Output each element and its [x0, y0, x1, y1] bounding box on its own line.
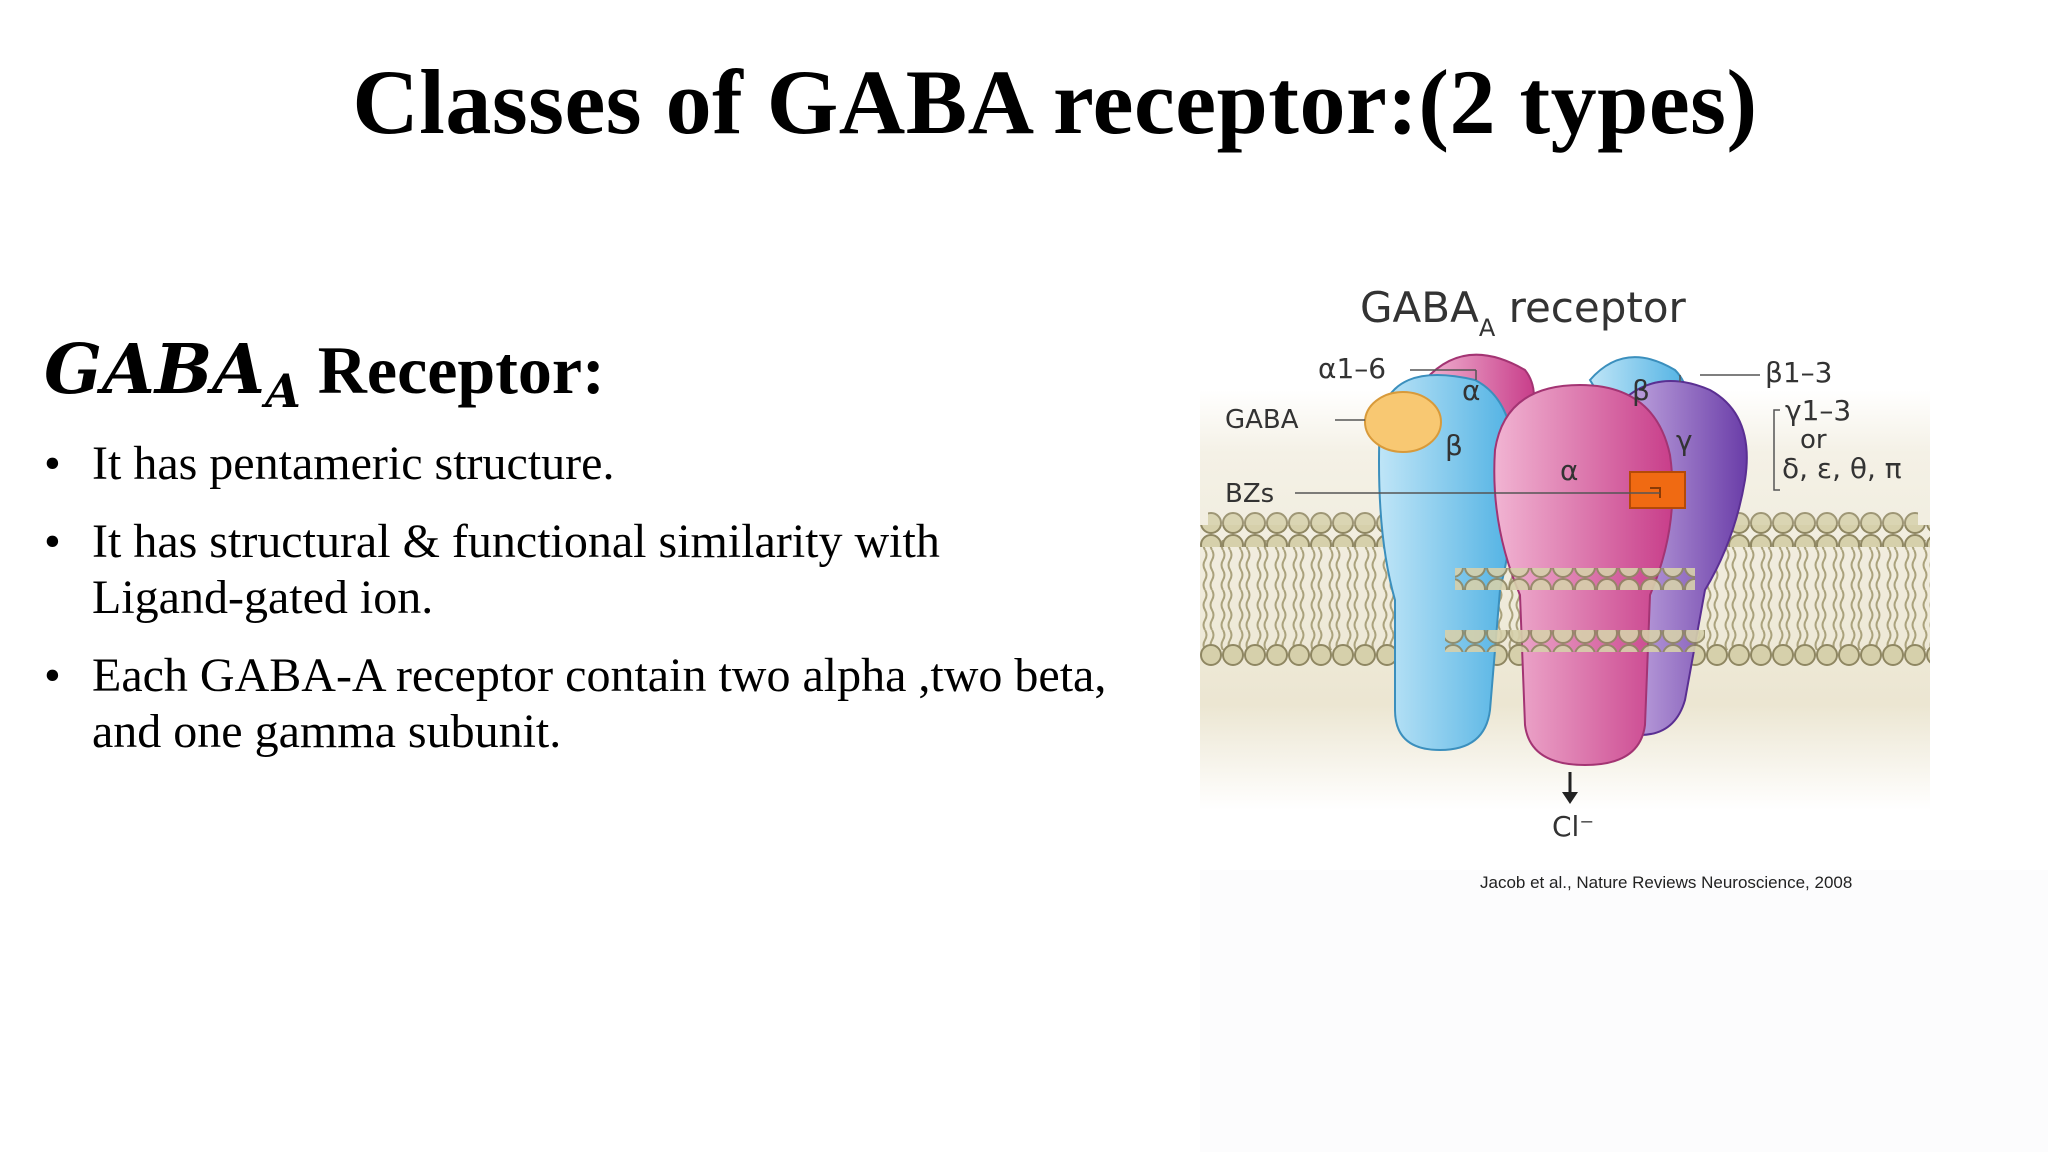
chloride-label: Cl⁻ — [1552, 810, 1594, 843]
heading-gaba: GABA — [44, 330, 266, 410]
benzodiazepine-binding-site — [1629, 471, 1686, 509]
figure-citation: Jacob et al., Nature Reviews Neuroscienc… — [1480, 873, 1852, 892]
figure-background — [1200, 870, 2048, 1152]
gaba-a-receptor-diagram: GABAA receptor α1–6 β1–3 γ1–3 or δ, ε, θ… — [1200, 283, 1930, 892]
slide-title: Classes of GABA receptor:(2 types) — [352, 51, 1758, 153]
bullet-text: It has structural & functional similarit… — [92, 515, 940, 624]
bullet-item: • Each GABA-A receptor contain two alpha … — [44, 648, 1122, 760]
alpha-back-label: α — [1462, 374, 1480, 407]
heading-receptor: Receptor: — [300, 332, 605, 408]
bullet-marker: • — [44, 515, 61, 568]
bzs-label: BZs — [1225, 479, 1274, 509]
or-label: or — [1800, 425, 1827, 455]
alpha-range-label: α1–6 — [1318, 352, 1386, 385]
leader-lines — [1295, 369, 1780, 494]
gaba-label: GABA — [1225, 405, 1299, 435]
bullet-text: It has pentameric structure. — [92, 437, 615, 490]
bullet-item: • It has pentameric structure. — [44, 436, 1124, 492]
section-heading: GABAA Receptor: — [44, 330, 605, 418]
heading-subscript: A — [265, 364, 301, 418]
beta-range-label: β1–3 — [1765, 356, 1833, 389]
beta-back-label: β — [1632, 374, 1650, 407]
gaba-binding-site — [1364, 391, 1442, 453]
bullet-marker: • — [44, 437, 61, 490]
bullet-item: • It has structural & functional similari… — [44, 514, 1102, 626]
other-subunits-label: δ, ε, θ, π — [1782, 452, 1902, 485]
chloride-arrow — [1562, 772, 1578, 804]
bullet-list: • It has pentameric structure. • It has st… — [44, 436, 1124, 782]
bullet-marker: • — [44, 649, 61, 702]
gamma-label: γ — [1676, 424, 1693, 457]
gamma-range-label: γ1–3 — [1785, 394, 1851, 427]
figure-title: GABAA receptor — [1360, 283, 1687, 342]
alpha-front-label: α — [1560, 454, 1578, 487]
bullet-text: Each GABA-A receptor contain two alpha ,… — [92, 649, 1107, 758]
beta-front-label: β — [1445, 429, 1463, 462]
